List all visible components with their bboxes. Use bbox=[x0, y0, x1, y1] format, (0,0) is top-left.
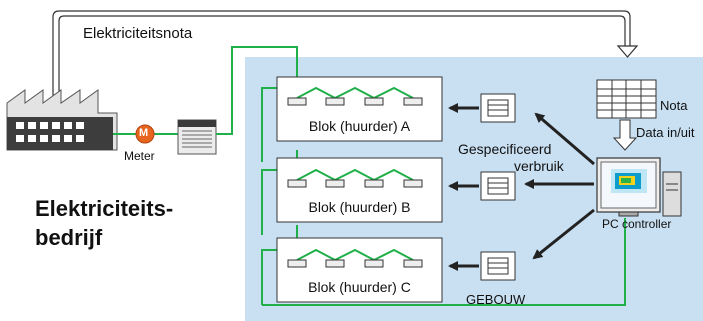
invoice-label: Nota bbox=[660, 98, 688, 113]
block-B bbox=[276, 157, 443, 223]
pc-controller-icon bbox=[596, 157, 682, 217]
utility-name-line2: bedrijf bbox=[35, 225, 103, 250]
pc-controller-label: PC controller bbox=[602, 217, 672, 231]
block-C bbox=[276, 237, 443, 303]
specified-usage-line1: Gespecificeerd bbox=[458, 141, 552, 157]
block-C-label: Blok (huurder) C bbox=[308, 279, 411, 295]
block-A-label: Blok (huurder) A bbox=[308, 118, 411, 134]
meter-icon bbox=[135, 124, 155, 144]
billing-arrowhead bbox=[616, 45, 639, 58]
building-label: GEBOUW bbox=[466, 292, 526, 307]
pc-to-doc-arrows bbox=[524, 112, 595, 260]
factory-icon bbox=[6, 89, 118, 151]
data-in-out-label: Data in/uit bbox=[636, 125, 695, 140]
meter-symbol: M bbox=[139, 127, 149, 139]
block-A bbox=[276, 76, 443, 142]
meter-label: Meter bbox=[124, 149, 155, 163]
specified-usage-line2: verbruik bbox=[514, 158, 564, 174]
report-doc-B-icon bbox=[480, 171, 516, 201]
utility-name-line1: Elektriciteits- bbox=[35, 196, 174, 221]
billing-label: Elektriciteitsnota bbox=[83, 25, 193, 42]
report-doc-C-icon bbox=[480, 251, 516, 281]
doc-to-block-arrows bbox=[448, 103, 479, 271]
block-B-label: Blok (huurder) B bbox=[308, 199, 411, 215]
data-arrow-icon bbox=[612, 119, 638, 151]
billing-line bbox=[52, 10, 631, 96]
report-doc-A-icon bbox=[480, 93, 516, 123]
invoice-doc-icon bbox=[596, 79, 657, 119]
outdoor-unit-icon bbox=[177, 119, 217, 155]
